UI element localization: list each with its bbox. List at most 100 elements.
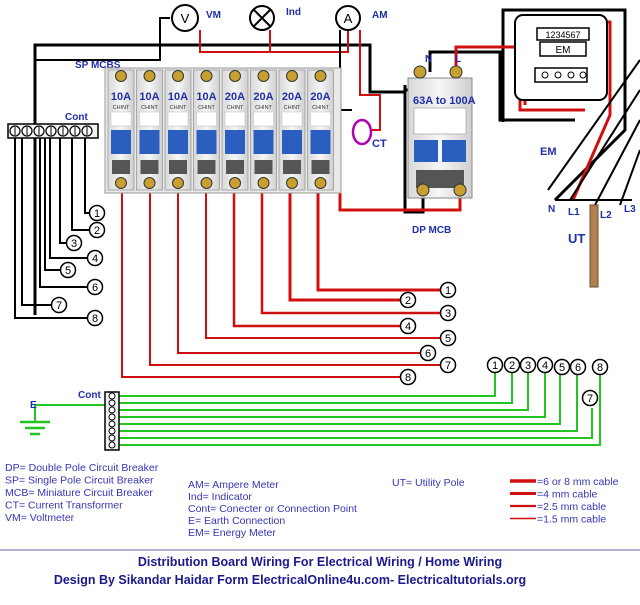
earth-connector-bar (104, 391, 120, 451)
am-black-link (339, 30, 352, 111)
earth-circuit-number-4: 4 (536, 356, 554, 374)
mcb-brand: CHINT (170, 105, 187, 111)
left-circuit-number-4: 4 (86, 249, 104, 267)
badge-number: 6 (425, 348, 431, 360)
legend-cable-label: =1.5 mm cable (537, 514, 606, 526)
legend-cable-label: =6 or 8 mm cable (537, 476, 619, 488)
legend-col2-item: AM= Ampere Meter (188, 479, 279, 491)
ut-label: UT (568, 231, 585, 246)
mcb-rating: 10A (111, 91, 131, 103)
legend-ut: UT= Utility Pole (392, 477, 465, 489)
mcb-rating: 20A (253, 91, 273, 103)
right-circuit-number-1: 1 (439, 281, 457, 299)
mcb-top-terminal (172, 70, 184, 82)
badge-number: 7 (587, 393, 593, 405)
mcb-brand: CHINT (141, 105, 158, 111)
earth-circuit-number-6: 6 (569, 358, 587, 376)
badge-number: 6 (92, 282, 98, 294)
mcb-top-terminal (229, 70, 241, 82)
right-circuit-number-5: 5 (439, 329, 457, 347)
right-circuit-number-4: 4 (399, 317, 417, 335)
mcb-top-terminal (314, 70, 327, 82)
earth-terminal (108, 434, 116, 442)
badge-number: 7 (56, 300, 62, 312)
neutral-out-3 (59, 135, 66, 244)
indicator-lamp: Ind (249, 5, 301, 31)
sp-mcb-8: 20A CHINT (307, 69, 334, 191)
left-circuit-number-6: 6 (86, 278, 104, 296)
earth-circuit-number-7: 7 (581, 389, 599, 407)
badge-number: 5 (559, 362, 565, 374)
legend-cable-label: =2.5 mm cable (537, 501, 606, 513)
mcb-brand: CHINT (312, 105, 329, 111)
legend-cable-label: =4 mm cable (537, 489, 598, 501)
pole-l1-label: L1 (568, 207, 580, 218)
utility-pole: N L1 L2 L3 UT (548, 199, 636, 288)
phase-out-3 (260, 185, 440, 315)
badge-number: 4 (405, 321, 411, 333)
right-circuit-number-3: 3 (439, 304, 457, 322)
ammeter-symbol: A (344, 11, 353, 26)
mcb-rating: 10A (196, 91, 216, 103)
neutral-out-7 (21, 135, 52, 306)
legend-col1-item: DP= Double Pole Circuit Breaker (5, 462, 159, 474)
right-circuit-number-8: 8 (399, 368, 417, 386)
footer-title: Distribution Board Wiring For Electrical… (138, 555, 502, 569)
earth-out-4 (118, 372, 546, 418)
mcb-bottom-terminal (200, 177, 213, 189)
meter-red-link2 (270, 30, 349, 53)
legend-col2-item: Ind= Indicator (188, 491, 252, 503)
ind-label: Ind (286, 7, 301, 18)
dp-mcb: 63A to 100A N L DP MCB (407, 54, 476, 236)
neutral-main-wire (33, 43, 372, 315)
mcb-rating: 20A (310, 91, 330, 103)
phase-out-6 (177, 185, 420, 354)
earth-main (34, 404, 108, 422)
badge-number: 2 (94, 225, 100, 237)
badge-number: 3 (525, 360, 531, 372)
mcb-top-terminal (257, 70, 270, 82)
earth-circuit-number-3: 3 (519, 356, 537, 374)
phase-out-4 (232, 185, 400, 328)
neutral-out-2 (71, 135, 90, 231)
vm-label: VM (206, 10, 221, 21)
mcb-rating: 20A (225, 91, 245, 103)
right-circuit-number-7: 7 (439, 356, 457, 374)
mcb-bottom-terminal (286, 177, 298, 189)
mcb-top-terminal (286, 70, 298, 82)
earth-out-1 (118, 372, 496, 397)
meter-red-link (199, 30, 271, 53)
earth-terminal (108, 406, 116, 414)
badge-number: 3 (71, 238, 77, 250)
legend-col2-item: E= Earth Connection (188, 515, 285, 527)
neutral-to-meter (428, 50, 575, 122)
service-line-2 (569, 89, 640, 201)
mcb-toggle (196, 130, 217, 154)
footer-credit: Design By Sikandar Haidar Form Electrica… (54, 573, 526, 587)
badge-number: 1 (445, 285, 451, 297)
earth-terminal (108, 413, 116, 421)
service-line-1 (547, 59, 640, 191)
earth-circuit-number-5: 5 (553, 358, 571, 376)
legend-col1-item: MCB= Miniature Circuit Breaker (5, 487, 153, 499)
service-line-3 (594, 119, 640, 206)
mcb-toggle (139, 130, 160, 154)
mcb-bottom-terminal (314, 177, 327, 189)
phase-out-2 (288, 185, 400, 302)
mcb-rating: 20A (282, 91, 302, 103)
mcb-bottom-terminal (172, 177, 184, 189)
em-side-label: EM (540, 146, 557, 158)
mcb-top-terminal (115, 70, 127, 82)
sp-mcbs-label: SP MCBS (75, 60, 121, 71)
dp-rating-label: 63A to 100A (413, 95, 476, 107)
cont-bottom-label: Cont (78, 390, 101, 401)
earth-out-5 (118, 372, 561, 425)
